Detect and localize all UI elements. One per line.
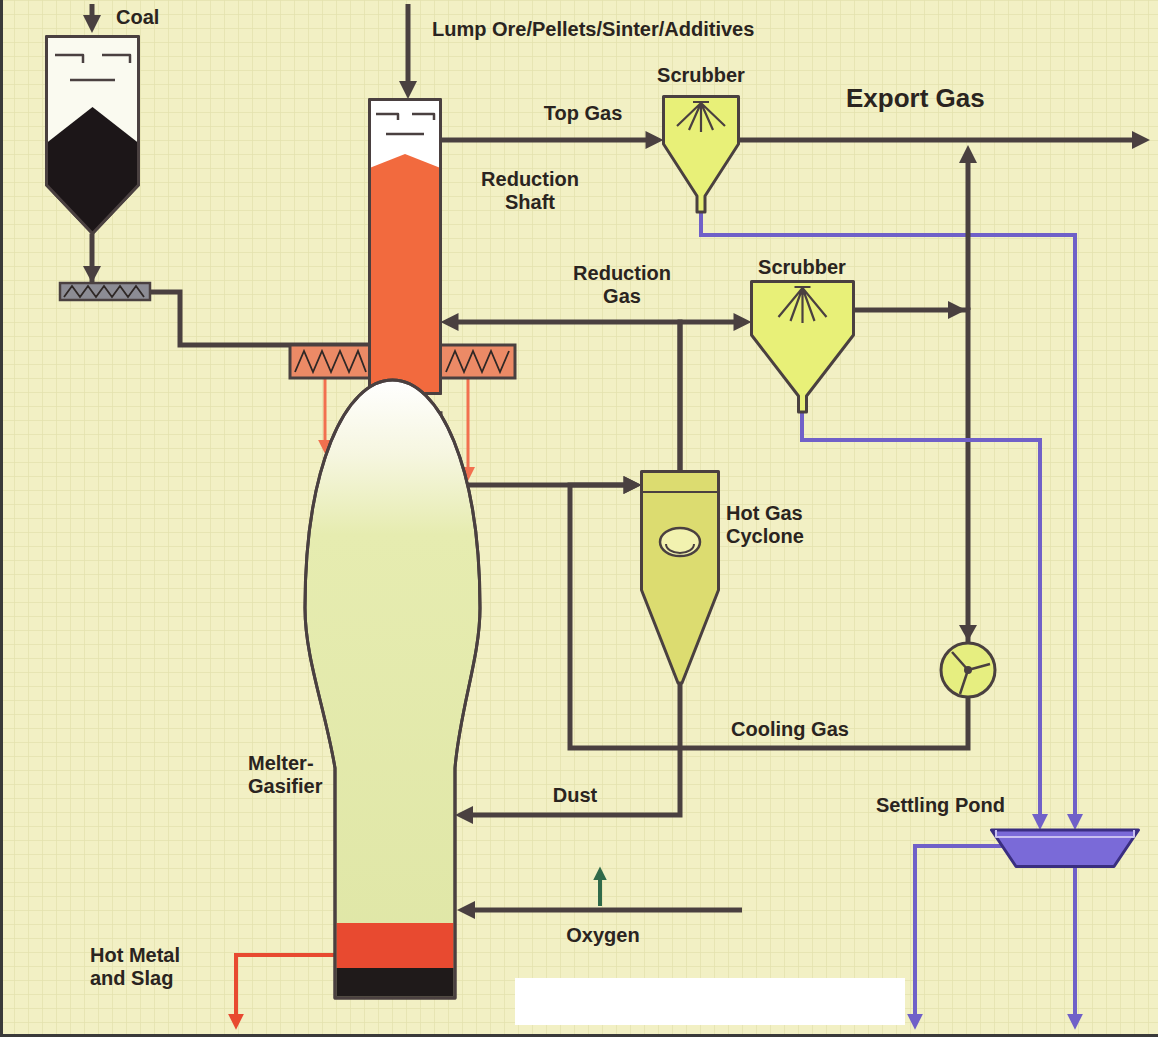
gas-flow-connector [441,138,653,143]
bunker-outline [47,37,139,234]
shaft-outline [370,100,441,394]
coal-screw-conveyor [60,283,150,300]
feed-label: Lump Ore/Pellets/Sinter/Additives [432,18,754,41]
gas-flow-connector [466,683,680,815]
melter-gasifier-shape [300,378,485,1000]
node-label: Scrubber [657,64,745,87]
gasifier-outline [305,380,480,998]
melter-gasifier: Melter-Gasifier [300,378,485,1000]
shaft-baffle [376,114,434,134]
cooling-gas-fan [941,643,995,697]
export-gas-line [740,138,1139,143]
scrubber-vessel: Scrubber [750,280,855,412]
node-label: Coal [116,6,159,29]
hot-metal-bath [337,923,454,968]
coal-feed-arrow [90,4,95,22]
hot-gas-cyclone: Hot Gas Cyclone [640,470,720,685]
scrubber-vessel-shape [750,280,855,412]
node-label: Melter-Gasifier [248,752,336,798]
oxygen-line [468,908,742,913]
burden-bed [370,154,441,394]
stream-label: Reduction Gas [567,262,677,308]
vortex-finder [660,528,700,556]
node-label: Scrubber [758,256,846,279]
bunker-outline [47,37,139,234]
export-riser-line [966,156,971,310]
stream-label: Cooling Gas [731,718,849,741]
flow-arrowhead [948,301,966,319]
spray-nozzles [779,287,827,323]
gas-flow-connector [802,412,1040,820]
coal-bunker-shape [45,35,140,235]
node-label: Settling Pond [876,794,1005,817]
cyclone-inlet-band [642,491,719,493]
tapping-line [236,955,336,1020]
hot-gas-cyclone-shape [640,470,720,685]
coal-bunker: Coal [45,35,140,235]
flow-arrowhead [959,625,977,641]
screw-flight [295,351,366,372]
fan-blades [952,652,990,694]
scrubber-outline [752,282,854,413]
stream-label: Oxygen [566,924,639,947]
product-label: Hot Metal and Slag [90,944,202,990]
blank-patch [515,978,905,1025]
pond-outline [992,830,1139,867]
scrubber-vessel: Scrubber [662,95,740,212]
coal-charge [47,107,139,234]
reduction-shaft-shape [368,98,442,395]
flow-arrowhead [83,266,101,283]
gasifier-outline [305,380,480,998]
gas-flow-connector [570,310,968,748]
settling-pond: Settling Pond [990,828,1140,868]
screw-flight [64,286,144,297]
fan-hub [964,666,972,674]
pond-overflow-line [915,846,1002,1020]
reduction-shaft: Reduction Shaft [368,98,442,395]
scrubber-outline [664,97,739,213]
gas-flow-connector [701,212,1075,820]
screw-flight [446,351,509,372]
bunker-baffle [55,55,130,80]
vortex-swirl [666,544,694,553]
settling-pond-shape [990,828,1140,868]
cyclone-outline [642,472,719,684]
shaft-outline [370,100,441,394]
node-label: Reduction Shaft [468,168,593,214]
spray-nozzles [677,102,725,132]
stream-label: Dust [553,784,597,807]
ore-feed-arrow [406,4,411,88]
pond-sludge-line [1073,868,1077,1020]
scrubber-vessel-shape [662,95,740,212]
hearth-bottom [337,968,454,997]
pond-rim [996,830,1134,837]
stream-label: Top Gas [544,102,623,125]
oxygen-branch-arrow [598,875,602,906]
stream-label: Export Gas [846,84,985,114]
node-label: Hot Gas Cyclone [726,502,818,548]
gas-flow-connector [680,322,741,472]
